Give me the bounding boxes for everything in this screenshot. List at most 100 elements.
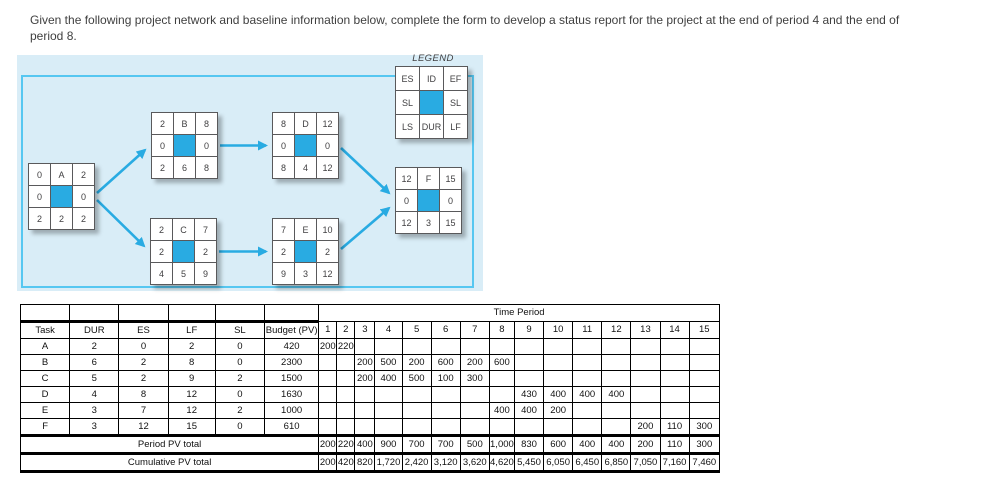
- period-total-cell: 600: [543, 434, 574, 454]
- node-cell: 0: [440, 190, 461, 211]
- period-cell: [430, 418, 461, 436]
- node-cell: 2: [51, 208, 72, 229]
- period-cell: [430, 338, 461, 355]
- node-center: [295, 135, 316, 156]
- node-center: [51, 186, 72, 207]
- period-cell: [336, 402, 356, 419]
- period-cell: 400: [543, 386, 574, 403]
- cumulative-pv-total-label: Cumulative PV total: [19, 452, 320, 473]
- period-cell: [401, 386, 432, 403]
- period-cell: [488, 386, 515, 403]
- col-header-task: Task: [19, 321, 71, 339]
- node-cell: 5: [173, 263, 194, 284]
- cumulative-total-cell: 4,620: [488, 452, 515, 473]
- node-cell: 0: [152, 135, 173, 156]
- node-cell: 7: [195, 219, 216, 240]
- node-cell: 7: [273, 219, 294, 240]
- node-cell: 8: [196, 113, 217, 134]
- period-header: 15: [688, 321, 721, 339]
- cumulative-total-cell: 200: [318, 452, 338, 473]
- period-cell: 200: [543, 402, 574, 419]
- period-header: 8: [488, 321, 515, 339]
- node-cell: 3: [295, 263, 316, 284]
- period-total-cell: 900: [374, 434, 403, 454]
- period-total-cell: 400: [354, 434, 376, 454]
- es-value: 2: [118, 354, 169, 371]
- legend-cell: DUR: [420, 115, 443, 138]
- col-header-lf: LF: [167, 321, 216, 339]
- sl-value: 0: [214, 418, 266, 436]
- period-cell: 200: [401, 354, 432, 371]
- task-id: E: [19, 402, 71, 419]
- node-cell: 12: [317, 157, 338, 178]
- budget-value: 1500: [263, 370, 320, 387]
- period-cell: [374, 402, 403, 419]
- period-cell: [488, 338, 515, 355]
- period-cell: [572, 402, 603, 419]
- period-total-cell: 200: [318, 434, 338, 454]
- period-cell: [374, 338, 403, 355]
- cumulative-total-cell: 6,050: [543, 452, 574, 473]
- sl-value: 2: [214, 370, 266, 387]
- period-total-cell: 200: [630, 434, 661, 454]
- dur-value: 3: [69, 418, 120, 436]
- spacer-cell: [69, 304, 120, 323]
- task-row-f: F 3 12 15 0 610 200 110 300: [19, 418, 721, 436]
- period-cell: [374, 386, 403, 403]
- period-cell: [572, 370, 603, 387]
- node-cell: 2: [273, 241, 294, 262]
- period-header: 9: [513, 321, 545, 339]
- period-cell: [459, 338, 490, 355]
- spacer-cell: [118, 304, 169, 323]
- node-center: [295, 241, 316, 262]
- period-cell: [430, 386, 461, 403]
- period-cell: [572, 354, 603, 371]
- period-cell: [318, 354, 338, 371]
- node-cell: 0: [396, 190, 417, 211]
- period-cell: [318, 402, 338, 419]
- task-id: D: [19, 386, 71, 403]
- task-id: A: [19, 338, 71, 355]
- node-center: [418, 190, 439, 211]
- dependency-arrows: [96, 140, 391, 257]
- period-cell: [659, 402, 690, 419]
- period-cell: [513, 418, 545, 436]
- period-cell: [601, 402, 632, 419]
- arrow-a-c: [96, 199, 146, 248]
- legend-cell: ES: [396, 67, 419, 90]
- legend-center-swatch: [420, 91, 443, 114]
- node-cell: 12: [317, 263, 338, 284]
- period-cell: [488, 418, 515, 436]
- legend-cell: LS: [396, 115, 419, 138]
- cumulative-total-cell: 1,720: [374, 452, 403, 473]
- period-cell: 100: [430, 370, 461, 387]
- period-cell: 200: [459, 354, 490, 371]
- cumulative-total-cell: 420: [336, 452, 356, 473]
- task-id: C: [19, 370, 71, 387]
- period-total-cell: 110: [659, 434, 690, 454]
- dur-value: 3: [69, 402, 120, 419]
- lf-value: 12: [167, 386, 216, 403]
- budget-value: 1000: [263, 402, 320, 419]
- period-cell: [336, 418, 356, 436]
- col-header-budget: Budget (PV): [263, 321, 320, 339]
- period-total-cell: 400: [601, 434, 632, 454]
- cumulative-total-cell: 2,420: [401, 452, 432, 473]
- es-value: 0: [118, 338, 169, 355]
- node-center: [174, 135, 195, 156]
- period-total-cell: 1,000: [488, 434, 515, 454]
- period-cell: [543, 338, 574, 355]
- sl-value: 0: [214, 338, 266, 355]
- node-cell: 2: [195, 241, 216, 262]
- period-cell: [659, 370, 690, 387]
- arrow-e-f: [340, 206, 391, 250]
- period-total-cell: 500: [459, 434, 490, 454]
- period-cell: 400: [488, 402, 515, 419]
- legend-cell: ID: [420, 67, 443, 90]
- node-cell: 2: [73, 208, 94, 229]
- node-cell: 6: [174, 157, 195, 178]
- period-cell: 500: [374, 354, 403, 371]
- node-cell: 2: [152, 113, 173, 134]
- spacer-cell: [263, 304, 320, 323]
- period-cell: [572, 418, 603, 436]
